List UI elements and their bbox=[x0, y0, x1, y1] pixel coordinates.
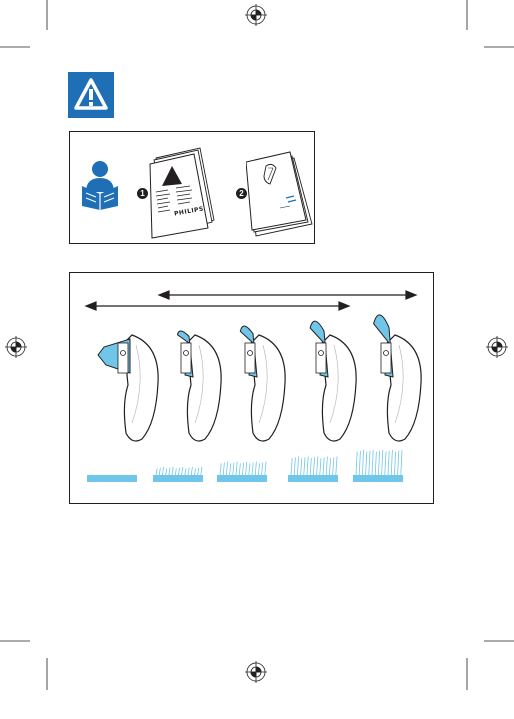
read-manual-panel: 1 PHILIPS 2 bbox=[69, 131, 315, 244]
trimmer-attachment-2 bbox=[178, 331, 222, 441]
hair-length-bar-5 bbox=[353, 450, 403, 482]
safety-booklet bbox=[148, 146, 220, 240]
registration-mark-bottom bbox=[245, 661, 267, 683]
booklet-number-1: 1 bbox=[137, 188, 148, 199]
warning-icon bbox=[68, 72, 114, 118]
registration-mark-left bbox=[5, 336, 27, 358]
trimmer-attachment-3 bbox=[240, 326, 285, 441]
hair-length-bar-2 bbox=[153, 467, 203, 482]
trimmer-attachment-5 bbox=[374, 315, 422, 441]
registration-mark-right bbox=[486, 336, 508, 358]
hair-length-bar-1 bbox=[87, 475, 137, 482]
trimmer-attachment-4 bbox=[310, 321, 356, 441]
comb-length-panel bbox=[69, 272, 434, 504]
hair-length-bar-4 bbox=[288, 457, 338, 483]
trimmer-attachment-1 bbox=[98, 335, 158, 441]
hair-length-bar-3 bbox=[217, 462, 267, 482]
reader-icon bbox=[80, 160, 120, 210]
registration-mark-top bbox=[245, 4, 267, 26]
user-manual-booklet bbox=[246, 138, 316, 238]
